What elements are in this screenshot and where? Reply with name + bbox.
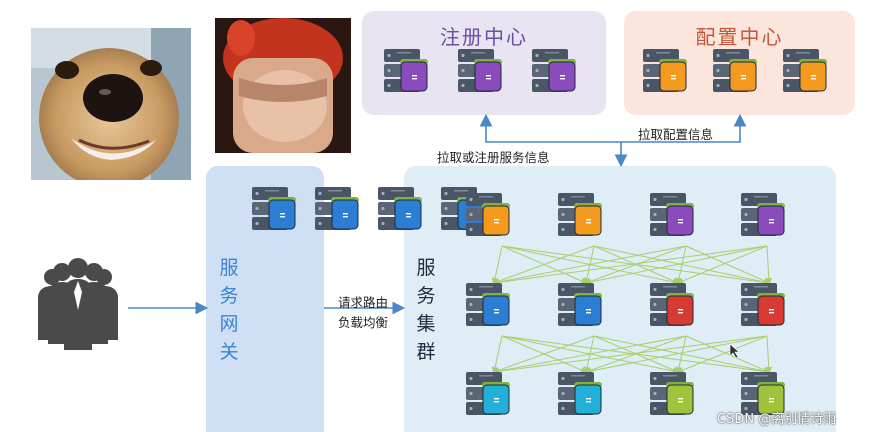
gateway-server	[378, 187, 422, 230]
registry-title: 注册中心	[440, 25, 528, 49]
cluster-server	[558, 193, 602, 236]
monkey-photo	[215, 18, 351, 153]
cluster-server	[741, 283, 785, 326]
route-label-line2: 负载均衡	[338, 315, 389, 330]
mesh-link	[492, 245, 768, 286]
users-icon	[38, 258, 118, 350]
gateway-server	[252, 187, 296, 230]
route-label-line1: 请求路由	[338, 295, 389, 310]
mesh-link	[765, 245, 773, 285]
mesh-link	[492, 335, 768, 375]
registry-server	[532, 49, 576, 92]
cluster-server	[558, 283, 602, 326]
cursor-icon	[729, 343, 740, 359]
mesh-link	[675, 335, 687, 374]
mesh-link	[492, 335, 595, 374]
config-server	[643, 49, 687, 92]
mesh-link	[685, 335, 771, 374]
dog-photo	[31, 28, 191, 180]
registry-server	[458, 49, 502, 92]
mesh-link	[584, 335, 687, 374]
mesh-link	[676, 335, 768, 374]
cluster-server	[650, 372, 694, 415]
mesh-link	[492, 245, 687, 286]
mesh-link	[491, 245, 503, 285]
mesh-link	[584, 245, 687, 285]
cluster-title: 服务集群	[416, 257, 436, 363]
mesh-link	[584, 335, 768, 375]
mesh-link	[765, 335, 773, 374]
gateway-server	[315, 187, 359, 230]
gateway-title: 服务网关	[219, 257, 239, 363]
mesh-link	[492, 335, 687, 375]
cluster-server	[741, 372, 785, 415]
mesh-link	[676, 245, 768, 285]
mesh-link	[584, 245, 768, 286]
watermark: CSDN @离别情诗雨	[717, 412, 837, 427]
cluster-server	[466, 372, 510, 415]
config-server	[713, 49, 757, 92]
pull-register-label: 拉取或注册服务信息	[437, 150, 550, 165]
mesh-link	[491, 335, 503, 374]
mesh-link	[675, 245, 687, 285]
config-server	[783, 49, 827, 92]
cluster-server	[558, 372, 602, 415]
config-arrow	[621, 113, 747, 143]
cluster-server	[650, 193, 694, 236]
cluster-server	[466, 283, 510, 326]
config-center-title: 配置中心	[695, 25, 784, 49]
cluster-server	[466, 193, 510, 236]
mesh-link	[492, 245, 595, 285]
registry-arrow	[479, 113, 621, 143]
registry-server	[384, 49, 428, 92]
pull-config-label: 拉取配置信息	[638, 127, 714, 142]
mesh-link	[685, 245, 771, 285]
cluster-server	[650, 283, 694, 326]
cluster-server	[741, 193, 785, 236]
